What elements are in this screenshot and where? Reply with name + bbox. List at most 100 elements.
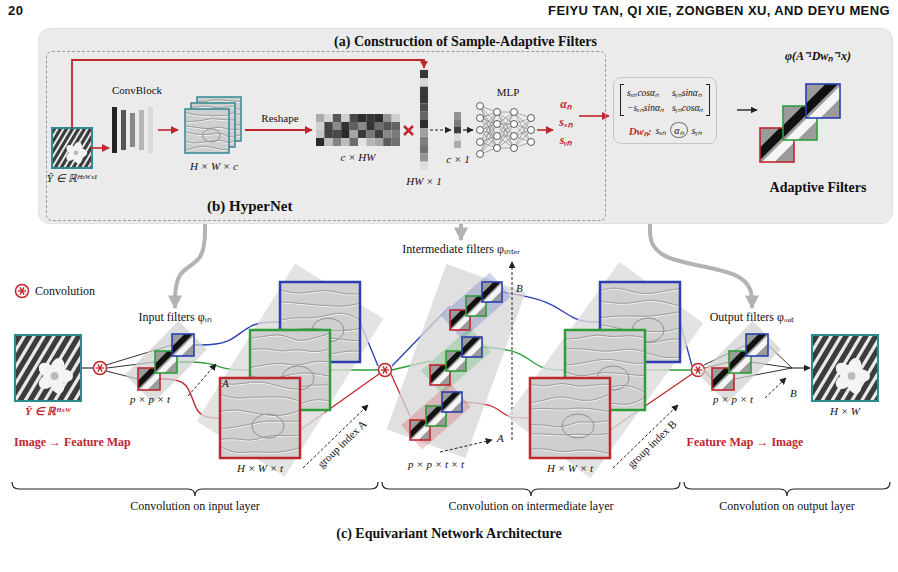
axis-label: group index A [315,418,369,471]
patch-frame [462,337,482,357]
dimension: H × W [830,405,860,418]
matrix-cell [316,138,324,146]
emboss-light [530,434,610,436]
emboss-light [530,385,610,387]
conv-star [98,364,102,371]
vector-cell [454,134,461,141]
matrix-grid: sₓₙcosαₙsᵧₙsinαₙ−sₓₙsinαₙsᵧₙcosαₙ [624,84,706,116]
mlp-link [497,112,514,148]
transform-parameter: sᵧₙ [692,123,702,137]
emboss-shape [252,414,284,438]
emboss-light [185,127,229,131]
matrix-cell [324,130,332,138]
emboss-light [185,120,229,123]
emboss-dark [250,349,330,352]
subfigure-caption: (c) Equivariant Network Architecture [336,526,561,542]
mlp-unit [477,139,484,146]
image-picture [772,335,898,401]
emboss-light [565,373,645,377]
patch-frame [746,334,768,356]
matrix-cell [341,138,349,146]
mlp-unit [477,151,484,158]
mlp-unit [511,121,518,128]
label: MLP [497,86,520,99]
emboss-dark [600,288,680,293]
wire [92,147,109,149]
matrix-cell [333,114,341,122]
zebra-stripe [35,335,75,401]
emboss-light [220,422,300,430]
emboss-dark [600,312,680,318]
vector-cell [420,137,428,145]
feature-frame [185,109,229,153]
stage-note: Image → Feature Map [14,436,131,450]
matrix-bracket [706,84,710,116]
emboss-light [530,395,610,404]
emboss-light [565,360,645,366]
conv-star [696,366,700,373]
filter-group: Intermediate filters φᵢₙₜₑᵣ [388,240,534,445]
matrix-cell [316,122,324,130]
matrix-cell [375,122,383,130]
matrix-cell [366,122,374,130]
matrix-cell [350,122,358,130]
emboss-shape [562,414,594,438]
dimension: H × W × t [237,462,283,475]
illustration [0,28,898,496]
mlp-unit [494,145,501,152]
conv-star [20,287,24,294]
zebra-stripe [64,128,88,168]
emboss-light [600,301,680,307]
vector-cell [420,128,428,136]
vector-cell [420,103,428,111]
emboss-dark [280,290,360,294]
filter-patch [743,331,770,358]
feature-ground [185,109,229,153]
emboss-dark [185,132,229,137]
conv-circle [16,285,29,298]
matrix-cell [316,114,324,122]
dimension: p × p × t [713,393,753,406]
flower-center [848,372,856,380]
emboss-light [185,141,229,144]
feature-frame [530,378,610,458]
matrix-entry: sᵧₙsinαₙ [672,86,704,99]
convblock-layer [148,107,153,153]
emboss-light [600,313,680,319]
filter-band [386,264,525,458]
reshape-arrow [245,129,312,131]
matrix-cell [341,130,349,138]
matrix-cell [375,130,383,138]
filter-band [125,321,207,403]
mlp-unit [511,145,518,152]
emboss-dark [185,119,229,122]
patch-light [749,337,768,356]
matrix-cell [341,122,349,130]
wire [537,129,553,131]
matrix-cell [350,130,358,138]
emboss-dark [220,447,300,453]
mlp-unit [477,115,484,122]
matrix-cell [383,114,391,122]
patch-light [464,339,482,357]
axis-letter: A [222,377,229,390]
conv-star [98,364,102,371]
emboss-light [220,448,300,454]
filter-supply-arrow [175,224,205,308]
matrix-cell [383,138,391,146]
emboss-light [600,289,680,294]
wire [81,367,93,368]
emboss-dark [220,394,300,401]
matrix-cell [358,114,366,122]
patch-frame [172,334,194,356]
matrix-cell [333,122,341,130]
matrix-cell [383,122,391,130]
part-title: Adaptive Filters [770,180,867,196]
emboss-dark [530,433,610,435]
vector-cell [420,70,428,78]
matrix-cell [366,138,374,146]
convblock-layer [112,107,117,153]
matrix-bracket [620,84,624,116]
vector-cell [454,112,461,119]
vector-cell [420,78,428,86]
